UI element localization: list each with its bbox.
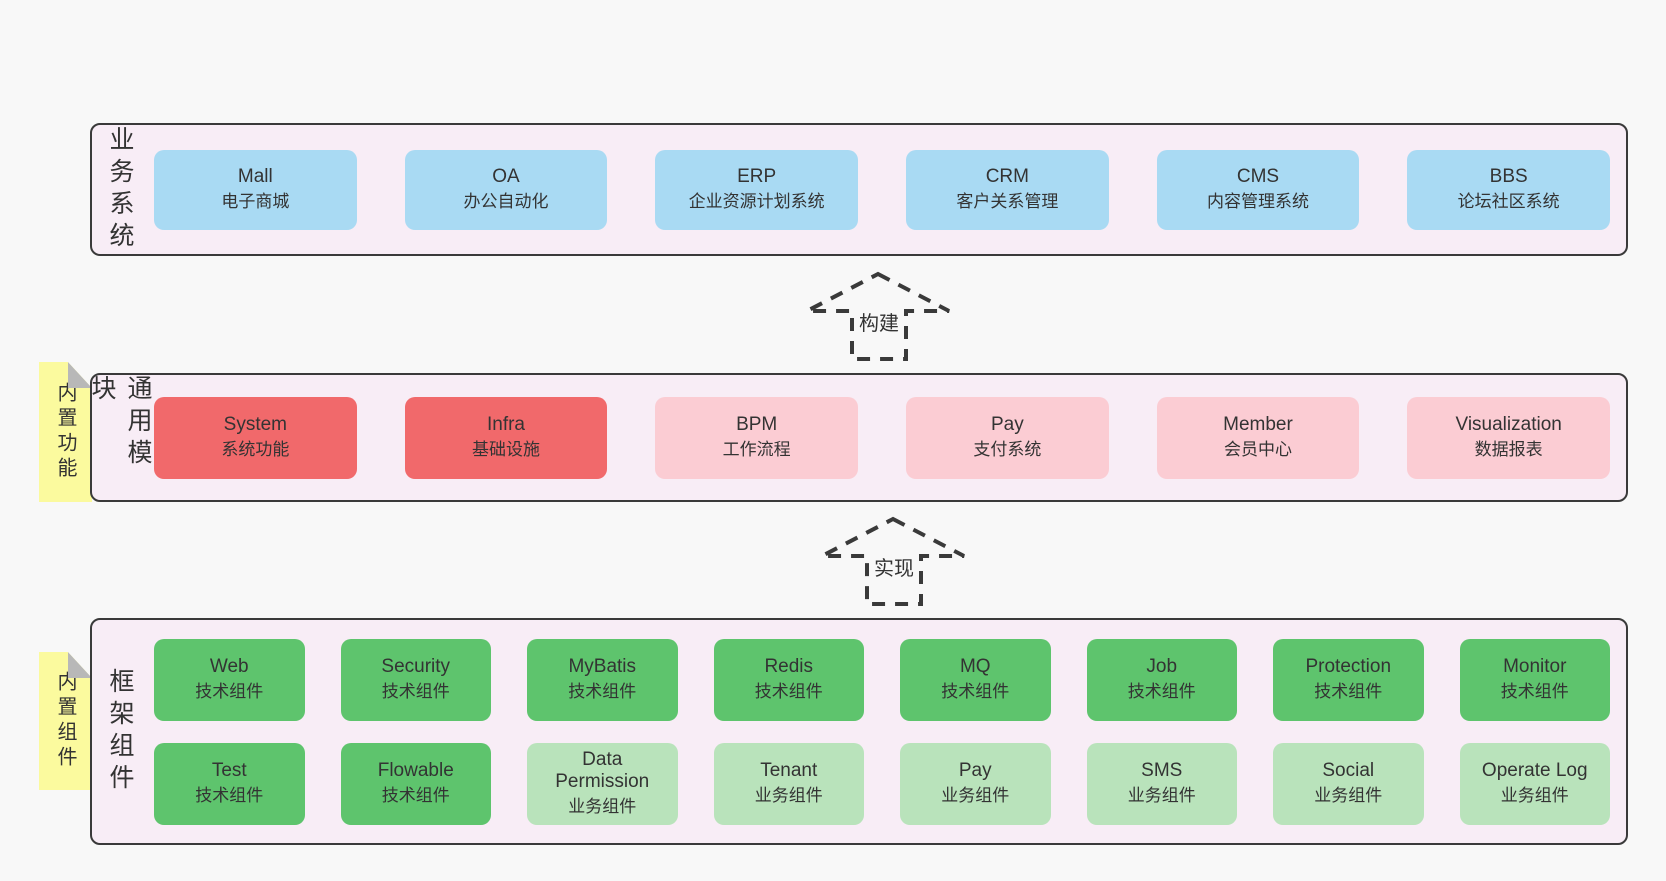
box-title: Member — [1223, 414, 1293, 436]
box-job: Job 技术组件 — [1086, 638, 1237, 721]
section-label-common-modules: 通用模块 — [88, 375, 152, 471]
box-subtitle: 业务组件 — [1500, 786, 1569, 806]
build-arrow-label: 构建 — [854, 312, 904, 336]
box-pay: Pay 支付系统 — [906, 396, 1109, 479]
box-title: MQ — [959, 656, 991, 678]
box-subtitle: 办公自动化 — [463, 192, 549, 212]
box-cms: CMS 内容管理系统 — [1156, 149, 1360, 230]
box-redis: Redis 技术组件 — [713, 638, 864, 721]
box-crm: CRM 客户关系管理 — [906, 149, 1109, 230]
box-subtitle: 技术组件 — [195, 682, 264, 702]
box-subtitle: 业务组件 — [754, 786, 823, 806]
box-title: Redis — [764, 656, 814, 678]
box-subtitle: 支付系统 — [973, 440, 1042, 460]
section-common-modules: 通用模块 System 系统功能 Infra 基础设施 BPM 工作流程 Pay 支付系统 Me… — [88, 373, 1628, 502]
box-subtitle: 会员中心 — [1223, 440, 1292, 460]
box-title: MyBatis — [568, 656, 637, 678]
box-subtitle: 企业资源计划系统 — [688, 192, 825, 212]
box-title: Monitor — [1503, 656, 1567, 678]
box-subtitle: 内容管理系统 — [1206, 192, 1309, 212]
box-subtitle: 技术组件 — [941, 682, 1010, 702]
box-subtitle: 业务组件 — [941, 786, 1010, 806]
box-title: SMS — [1141, 760, 1183, 782]
box-title: Pay — [990, 414, 1024, 436]
box-subtitle: 客户关系管理 — [956, 192, 1059, 212]
section-label-framework-components: 框架组件 — [106, 667, 134, 796]
box-title: ERP — [737, 166, 777, 188]
box-subtitle: 技术组件 — [1127, 682, 1196, 702]
box-title: BBS — [1489, 166, 1528, 188]
box-subtitle: 技术组件 — [381, 682, 450, 702]
box-title: Tenant — [760, 760, 818, 782]
box-title: Mall — [237, 166, 273, 188]
box-title: Web — [209, 656, 249, 678]
box-subtitle: 技术组件 — [568, 682, 637, 702]
business-systems-row: Mall 电子商城 OA 办公自动化 ERP 企业资源计划系统 CRM 客户关系管理 CMS 内容… — [148, 125, 1626, 254]
section-business-systems: 业务系统 Mall 电子商城 OA 办公自动化 ERP 企业资源计划系统 CRM 客户关系管理… — [90, 123, 1628, 256]
box-subtitle: 论坛社区系统 — [1457, 192, 1560, 212]
box-operate-log: Operate Log 业务组件 — [1459, 742, 1610, 825]
box-erp: ERP 企业资源计划系统 — [655, 149, 858, 230]
box-subtitle: 业务组件 — [1127, 786, 1196, 806]
box-subtitle: 电子商城 — [221, 192, 290, 212]
box-subtitle: 技术组件 — [754, 682, 823, 702]
box-security: Security 技术组件 — [340, 638, 491, 721]
box-mall: Mall 电子商城 — [154, 149, 357, 230]
box-subtitle: 数据报表 — [1474, 440, 1543, 460]
box-pay: Pay 业务组件 — [900, 742, 1051, 825]
box-title: Test — [211, 760, 247, 782]
box-bpm: BPM 工作流程 — [655, 396, 858, 479]
box-mybatis: MyBatis 技术组件 — [527, 638, 678, 721]
box-subtitle: 工作流程 — [722, 440, 791, 460]
box-subtitle: 技术组件 — [1314, 682, 1383, 702]
box-title: Flowable — [377, 760, 454, 782]
box-web: Web 技术组件 — [154, 638, 305, 721]
box-sms: SMS 业务组件 — [1086, 742, 1237, 825]
box-subtitle: 业务组件 — [568, 797, 637, 817]
box-monitor: Monitor 技术组件 — [1459, 638, 1610, 721]
box-flowable: Flowable 技术组件 — [340, 742, 491, 825]
folded-corner — [68, 652, 92, 678]
box-member: Member 会员中心 — [1156, 396, 1360, 479]
box-protection: Protection 技术组件 — [1273, 638, 1424, 721]
box-data-permission: Data Permission 业务组件 — [527, 742, 678, 825]
box-subtitle: 基础设施 — [471, 440, 540, 460]
box-title: Visualization — [1455, 414, 1562, 436]
section-label-business-systems: 业务系统 — [106, 125, 134, 254]
box-title: Operate Log — [1481, 760, 1588, 782]
box-title: Pay — [958, 760, 992, 782]
box-subtitle: 技术组件 — [195, 786, 264, 806]
box-mq: MQ 技术组件 — [900, 638, 1051, 721]
box-oa: OA 办公自动化 — [404, 149, 608, 230]
box-title: CMS — [1236, 166, 1280, 188]
box-title: Infra — [486, 414, 525, 436]
box-tenant: Tenant 业务组件 — [713, 742, 864, 825]
common-modules-row: System 系统功能 Infra 基础设施 BPM 工作流程 Pay 支付系统 Member 会… — [148, 375, 1626, 500]
box-subtitle: 系统功能 — [221, 440, 290, 460]
box-social: Social 业务组件 — [1273, 742, 1424, 825]
box-title: Job — [1146, 656, 1178, 678]
box-subtitle: 技术组件 — [1500, 682, 1569, 702]
box-subtitle: 技术组件 — [381, 786, 450, 806]
box-visualization: Visualization 数据报表 — [1407, 396, 1610, 479]
box-title: System — [223, 414, 287, 436]
sticky-tab-built-in-features: 内置功能 — [39, 362, 92, 502]
implement-arrow-label: 实现 — [869, 557, 919, 581]
box-title: Data Permission — [555, 749, 650, 793]
box-system: System 系统功能 — [154, 396, 357, 479]
box-test: Test 技术组件 — [154, 742, 305, 825]
box-subtitle: 业务组件 — [1314, 786, 1383, 806]
box-title: Protection — [1305, 656, 1392, 678]
box-title: OA — [492, 166, 520, 188]
box-title: Social — [1322, 760, 1375, 782]
box-title: Security — [381, 656, 451, 678]
box-title: BPM — [736, 414, 778, 436]
box-title: CRM — [985, 166, 1029, 188]
sticky-tab-built-in-components: 内置组件 — [39, 652, 92, 790]
box-infra: Infra 基础设施 — [404, 396, 608, 479]
box-bbs: BBS 论坛社区系统 — [1407, 149, 1610, 230]
